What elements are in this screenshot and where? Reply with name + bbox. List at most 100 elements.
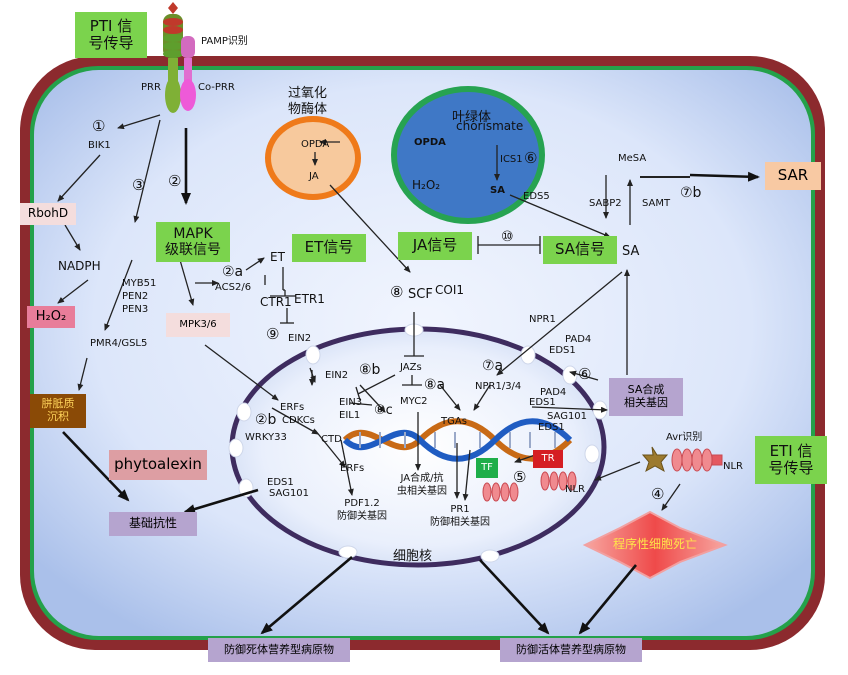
nlr-nucleus-label: NLR bbox=[565, 484, 585, 495]
dna-rungs bbox=[359, 432, 556, 448]
eds1-nucleus-2: EDS1 bbox=[538, 422, 565, 433]
sag101-nucleus: SAG101 bbox=[547, 411, 588, 422]
pr1-line1: PR1 bbox=[450, 504, 470, 515]
et-signal-label: ET信号 bbox=[292, 234, 366, 262]
rbohd-box: RbohD bbox=[20, 203, 76, 225]
peroxisome bbox=[265, 116, 361, 200]
inhibitions bbox=[264, 236, 541, 406]
eds1-top: EDS1 bbox=[549, 345, 576, 356]
avr-star bbox=[641, 446, 669, 473]
sabp2-label: SABP2 bbox=[589, 198, 622, 209]
nucleus-label: 细胞核 bbox=[393, 549, 433, 564]
myb-pen-list: MYB51 PEN2 PEN3 bbox=[122, 277, 156, 316]
step-8a: ⑧a bbox=[424, 377, 446, 393]
eti-line2: 号传导 bbox=[768, 459, 814, 477]
chorismate-label: chorismate bbox=[456, 119, 524, 133]
pen2-label: PEN2 bbox=[122, 291, 149, 302]
step-2: ② bbox=[168, 172, 182, 190]
bold-arrows bbox=[62, 128, 760, 635]
pcd-label: 程序性细胞死亡 bbox=[612, 537, 697, 552]
step-6-chloroplast: ⑥ bbox=[524, 149, 538, 167]
step-2a: ②a bbox=[222, 264, 244, 280]
et-label: ET bbox=[270, 250, 285, 264]
wrky33-label: WRKY33 bbox=[245, 432, 287, 443]
opda-peroxisome: OPDA bbox=[301, 139, 330, 150]
h2o2-chloroplast: H₂O₂ bbox=[412, 178, 441, 192]
chloroplast bbox=[391, 86, 545, 224]
sa-genes-box: SA合成 相关基因 bbox=[609, 378, 683, 416]
mapk-line2: 级联信号 bbox=[165, 242, 221, 258]
myc2-label: MYC2 bbox=[400, 396, 428, 407]
pcd-burst bbox=[582, 510, 728, 580]
acs-label: ACS2/6 bbox=[215, 282, 252, 293]
pti-line1: PTI 信 bbox=[89, 16, 133, 35]
sa-chloroplast: SA bbox=[490, 185, 505, 196]
ein2-nucleus: EIN2 bbox=[325, 370, 349, 381]
npr134-label: NPR1/3/4 bbox=[475, 381, 522, 392]
erfs-label: ERFs bbox=[280, 402, 305, 413]
sa-main-label: SA bbox=[622, 244, 640, 259]
prr-label: PRR bbox=[141, 82, 161, 93]
scf-label: SCF bbox=[408, 287, 433, 302]
pad4-top: PAD4 bbox=[565, 334, 592, 345]
biotroph-defense-box: 防御活体营养型病原物 bbox=[500, 638, 642, 662]
myb51-label: MYB51 bbox=[122, 278, 157, 289]
step-8c: ⑧c bbox=[374, 403, 393, 418]
ja-genes: JA合成/抗 虫相关基因 bbox=[397, 472, 447, 498]
prr-receptor bbox=[163, 2, 183, 113]
eti-signal-label: ETI 信 号传导 bbox=[755, 436, 827, 484]
callose-line2: 沉积 bbox=[47, 410, 69, 423]
npr1-label: NPR1 bbox=[529, 314, 556, 325]
opda-chloroplast: OPDA bbox=[414, 137, 446, 148]
ein2-membrane: EIN2 bbox=[288, 333, 312, 344]
coi1-label: COI1 bbox=[435, 283, 464, 297]
necrotroph-defense-box: 防御死体营养型病原物 bbox=[208, 638, 350, 662]
step-3: ③ bbox=[132, 176, 146, 194]
step-9: ⑨ bbox=[266, 325, 280, 343]
callose-line1: 胼胝质 bbox=[41, 397, 75, 411]
eil1-label: EIL1 bbox=[339, 410, 361, 421]
erfs2-label: ERFs bbox=[340, 463, 365, 474]
step-1: ① bbox=[92, 117, 106, 135]
pad4-nucleus: PAD4 bbox=[540, 387, 567, 398]
pmr4-label: PMR4/GSL5 bbox=[90, 338, 148, 349]
pr1-line2: 防御相关基因 bbox=[430, 517, 490, 528]
sag101-basal: SAG101 bbox=[269, 488, 310, 499]
nlr-right-label: NLR bbox=[723, 461, 743, 472]
etr1-label: ETR1 bbox=[294, 292, 325, 306]
mapk-signal-label: MAPK 级联信号 bbox=[156, 222, 230, 262]
step-10: ⑩ bbox=[501, 229, 514, 245]
pr1-genes: PR1 防御相关基因 bbox=[430, 503, 490, 529]
tr-box: TR bbox=[533, 450, 563, 468]
step-7b: ⑦b bbox=[680, 185, 702, 201]
phytoalexin-box: phytoalexin bbox=[109, 450, 207, 480]
step-8: ⑧ bbox=[390, 283, 404, 301]
peroxisome-line2: 物酶体 bbox=[288, 101, 328, 117]
ctr1-label: CTR1 bbox=[260, 295, 292, 309]
sa-genes-line2: 相关基因 bbox=[624, 396, 668, 409]
pdf12-genes: PDF1.2 防御关基因 bbox=[337, 497, 387, 523]
dna-helix bbox=[342, 418, 573, 462]
step-2b: ②b bbox=[255, 412, 277, 428]
avr-label: Avr识别 bbox=[666, 432, 703, 443]
mapk-line1: MAPK bbox=[173, 225, 213, 242]
eds1-basal: EDS1 bbox=[267, 477, 294, 488]
peroxisome-line1: 过氧化 bbox=[288, 86, 328, 101]
pdf12-line2: 防御关基因 bbox=[337, 511, 387, 522]
eds1-nucleus: EDS1 bbox=[529, 397, 556, 408]
tf-box: TF bbox=[476, 458, 498, 478]
step-8b: ⑧b bbox=[359, 362, 381, 378]
ctd-label: CTD bbox=[321, 434, 342, 445]
step-4: ④ bbox=[651, 485, 665, 503]
tgas-label: TGAs bbox=[441, 416, 467, 427]
ja-peroxisome: JA bbox=[309, 171, 319, 182]
chloroplast-title: 叶绿体 bbox=[452, 110, 492, 125]
sa-signal-label: SA信号 bbox=[543, 236, 617, 264]
sa-genes-line1: SA合成 bbox=[627, 383, 665, 397]
coprr-label: Co-PRR bbox=[198, 82, 235, 93]
nlr-nuclear-chain bbox=[540, 471, 577, 491]
peroxisome-title: 过氧化 物酶体 bbox=[288, 86, 327, 117]
eds5-label: EDS5 bbox=[523, 191, 550, 202]
h2o2-box: H₂O₂ bbox=[27, 306, 75, 328]
